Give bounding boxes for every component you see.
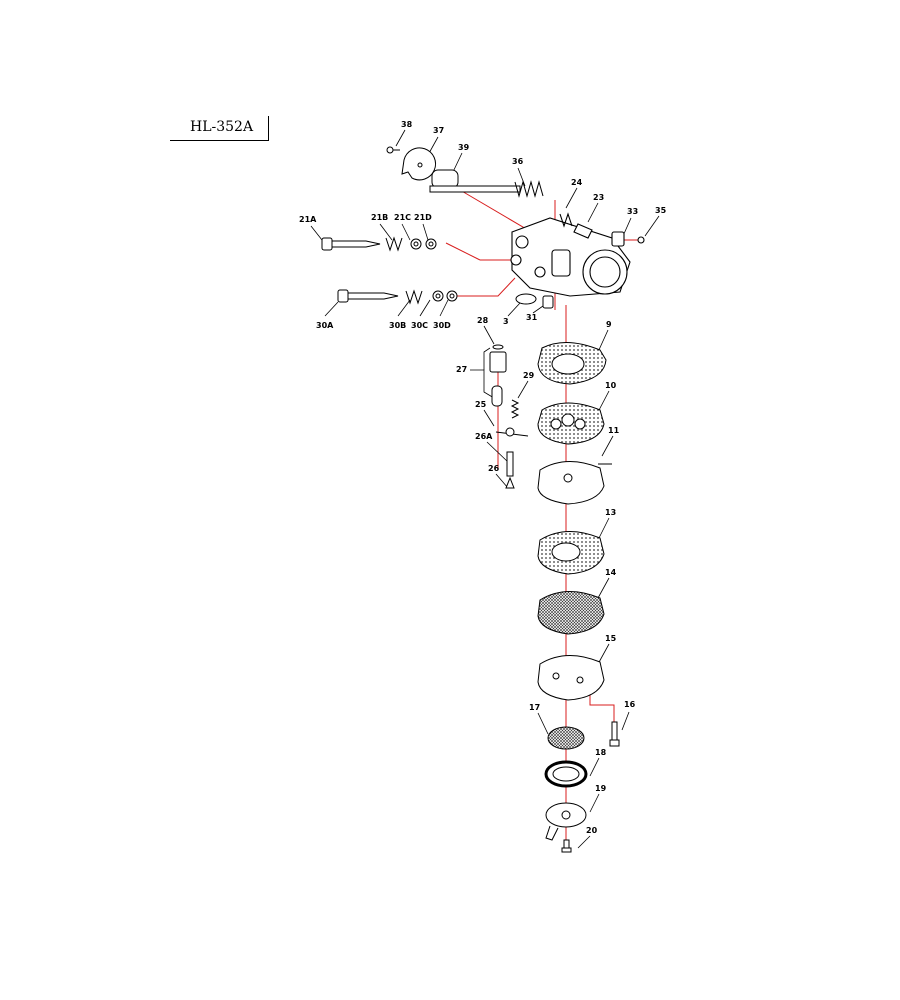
part-label-16: 16 (624, 700, 636, 709)
throttle-shaft-assembly (386, 146, 544, 198)
part-label-27: 27 (456, 365, 467, 374)
part-label-30A: 30A (316, 321, 334, 330)
model-title-box: HL-352A (170, 116, 269, 141)
part-label-18: 18 (595, 748, 607, 757)
part-label-20: 20 (586, 826, 598, 835)
part-label-17: 17 (529, 703, 540, 712)
leader-lines (310, 129, 660, 849)
part-label-29: 29 (523, 371, 535, 380)
metering-valve-assembly (489, 344, 529, 489)
part-label-28: 28 (477, 316, 489, 325)
part-label-21B: 21B (371, 213, 388, 222)
carburetor-body (510, 212, 645, 297)
part-label-9: 9 (606, 320, 612, 329)
part-label-37: 37 (433, 126, 444, 135)
part-label-24: 24 (571, 178, 583, 187)
part-label-13: 13 (605, 508, 616, 517)
part-label-25: 25 (475, 400, 487, 409)
part-label-36: 36 (512, 157, 524, 166)
part-label-21C: 21C (394, 213, 411, 222)
part-label-30C: 30C (411, 321, 428, 330)
part-label-21A: 21A (299, 215, 317, 224)
part-label-23: 23 (593, 193, 604, 202)
part-label-39: 39 (458, 143, 470, 152)
part-label-30B: 30B (389, 321, 406, 330)
part-label-3: 3 (503, 317, 509, 326)
part-label-15: 15 (605, 634, 617, 643)
part-label-19: 19 (595, 784, 607, 793)
part-labels: 38 37 39 36 24 23 33 35 21A 21B 21C 21D … (299, 120, 667, 835)
part-label-11: 11 (608, 426, 620, 435)
plate-stack (537, 342, 620, 853)
part-label-14: 14 (605, 568, 617, 577)
needle-screws (321, 236, 458, 305)
part-label-30D: 30D (433, 321, 451, 330)
small-parts (515, 293, 554, 309)
part-label-33: 33 (627, 207, 638, 216)
part-label-21D: 21D (414, 213, 432, 222)
part-label-38: 38 (401, 120, 413, 129)
part-label-35: 35 (655, 206, 667, 215)
part-label-26: 26 (488, 464, 500, 473)
model-title: HL-352A (190, 119, 254, 135)
part-label-26A: 26A (475, 432, 493, 441)
part-label-31: 31 (526, 313, 538, 322)
part-label-10: 10 (605, 381, 617, 390)
